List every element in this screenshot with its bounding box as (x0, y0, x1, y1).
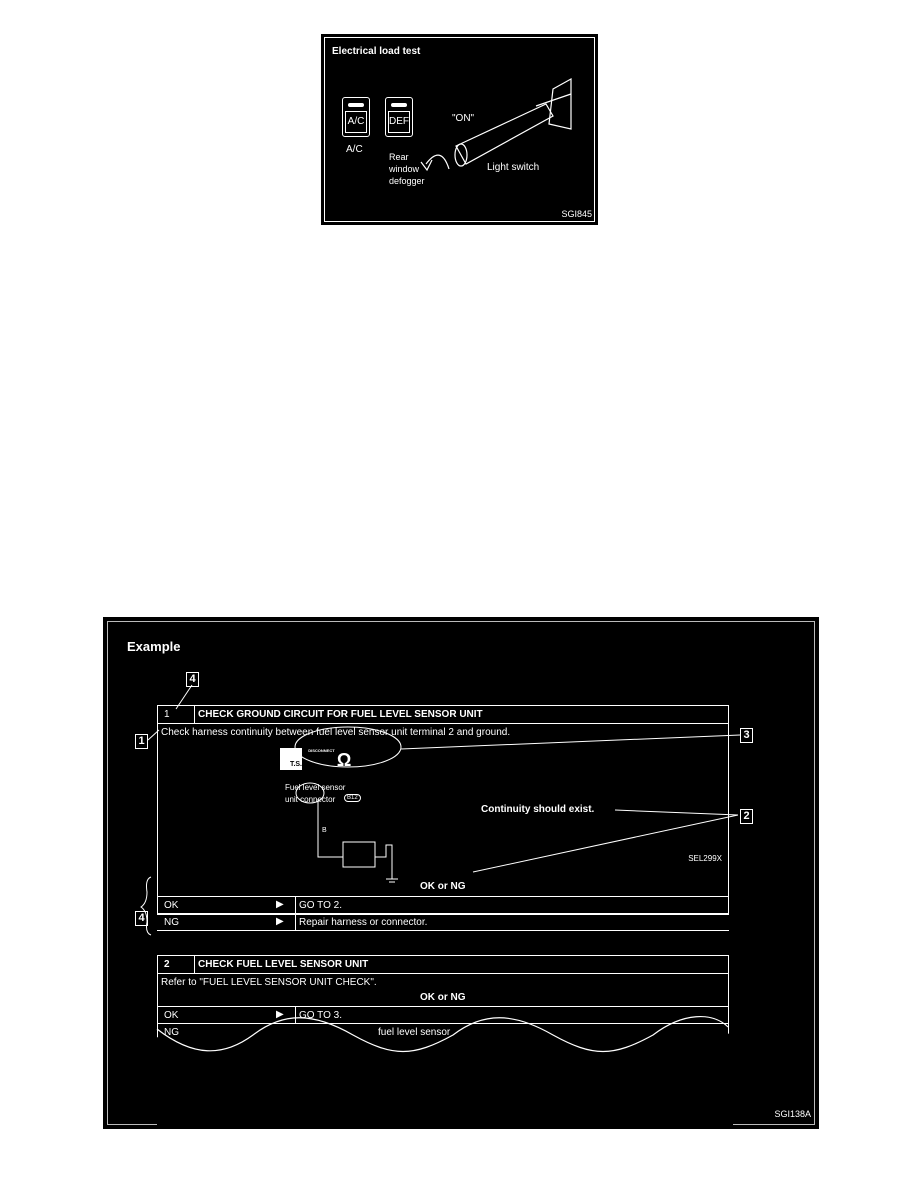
step2-table: 2 CHECK FUEL LEVEL SENSOR UNIT Refer to … (157, 955, 729, 1066)
callout-1: 1 (135, 734, 148, 749)
step2-row-ng: NG fuel level sensor (158, 1023, 728, 1041)
step2-number: 2 (164, 959, 170, 970)
ohmmeter-icon: Ω (336, 750, 352, 770)
example-figure: Example 4 1 3 2 4 1 CHECK GROUND CIRCUIT… (103, 617, 819, 1129)
def-button-illustration: DEF (385, 97, 413, 137)
on-label: "ON" (452, 113, 475, 124)
connector-code: B12 (344, 794, 361, 802)
step1-figure-code: SEL299X (688, 854, 722, 863)
step1-row-ok: OK ▶ GO TO 2. (158, 896, 728, 931)
callout-4-top: 4 (186, 672, 199, 687)
figure-title: Electrical load test (332, 46, 421, 57)
example-figure-code: SGI138A (774, 1109, 811, 1119)
step1-number: 1 (164, 709, 170, 720)
ac-caption: A/C (346, 144, 363, 155)
ac-button-illustration: A/C (342, 97, 370, 137)
ts-icon: T.S. (280, 748, 302, 770)
step2-heading: CHECK FUEL LEVEL SENSOR UNIT (198, 959, 369, 970)
electrical-load-test-figure: Electrical load test A/C DEF A/C Rear wi… (321, 34, 598, 225)
callout-3: 3 (740, 728, 753, 743)
step1-ok-ng: OK or NG (420, 881, 466, 892)
callout-2: 2 (740, 809, 753, 824)
callout-4-bottom: 4 (135, 911, 148, 926)
step1-row-ng: NG ▶ Repair harness or connector. (158, 913, 728, 931)
step2-ok-ng: OK or NG (420, 992, 466, 1003)
tool-icons: T.S. DISCONNECT Ω (280, 748, 351, 771)
light-switch-label: Light switch (487, 162, 540, 173)
rear-defogger-caption-3: defogger (389, 176, 425, 186)
connector-label-1: Fuel level sensor (285, 783, 346, 792)
step2-row-ok: OK ▶ GO TO 3. (158, 1006, 728, 1024)
connector-label-2: unit connector (285, 795, 336, 804)
wavy-cut-line (156, 1016, 733, 1129)
rear-defogger-caption-1: Rear (389, 152, 409, 162)
callout-leader-lines (140, 684, 741, 936)
arrow-icon: ▶ (276, 916, 284, 927)
wire-color: B (322, 827, 327, 834)
light-switch-drawing (420, 77, 572, 172)
step1-heading: CHECK GROUND CIRCUIT FOR FUEL LEVEL SENS… (198, 709, 483, 720)
step1-instruction: Check harness continuity between fuel le… (161, 727, 511, 738)
example-title: Example (127, 639, 181, 654)
arrow-icon: ▶ (276, 899, 284, 910)
arrow-icon: ▶ (276, 1009, 284, 1020)
step1-table: 1 CHECK GROUND CIRCUIT FOR FUEL LEVEL SE… (157, 705, 729, 931)
figure-code: SGI845 (561, 209, 592, 219)
step2-instruction: Refer to "FUEL LEVEL SENSOR UNIT CHECK". (161, 977, 377, 988)
result-text: Continuity should exist. (481, 804, 595, 815)
disconnect-icon: DISCONNECT (308, 748, 335, 753)
rear-defogger-caption-2: window (389, 164, 420, 174)
